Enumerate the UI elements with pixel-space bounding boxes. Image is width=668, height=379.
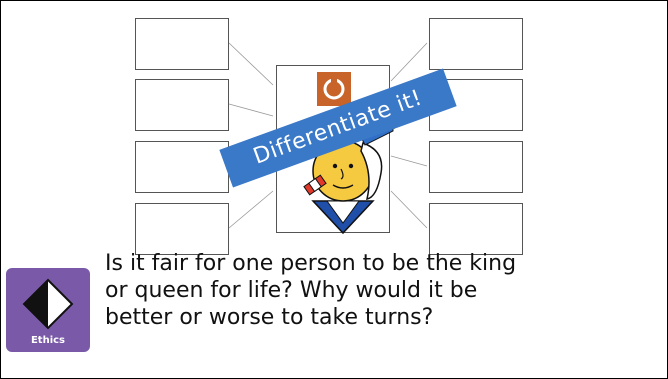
- question-line-2: or queen for life? Why would it be: [105, 277, 655, 304]
- question-line-3: better or worse to take turns?: [105, 304, 655, 331]
- question-text: Is it fair for one person to be the king…: [105, 250, 655, 331]
- connector-right-3: [391, 156, 427, 166]
- ethics-badge: Ethics: [6, 268, 90, 352]
- connector-left-2: [229, 104, 273, 116]
- connector-left-1: [229, 43, 273, 85]
- ethics-label: Ethics: [6, 335, 90, 346]
- connector-right-4: [391, 191, 427, 228]
- connector-left-4: [229, 191, 273, 228]
- cycle-icon: [317, 72, 351, 106]
- question-line-1: Is it fair for one person to be the king: [105, 250, 655, 277]
